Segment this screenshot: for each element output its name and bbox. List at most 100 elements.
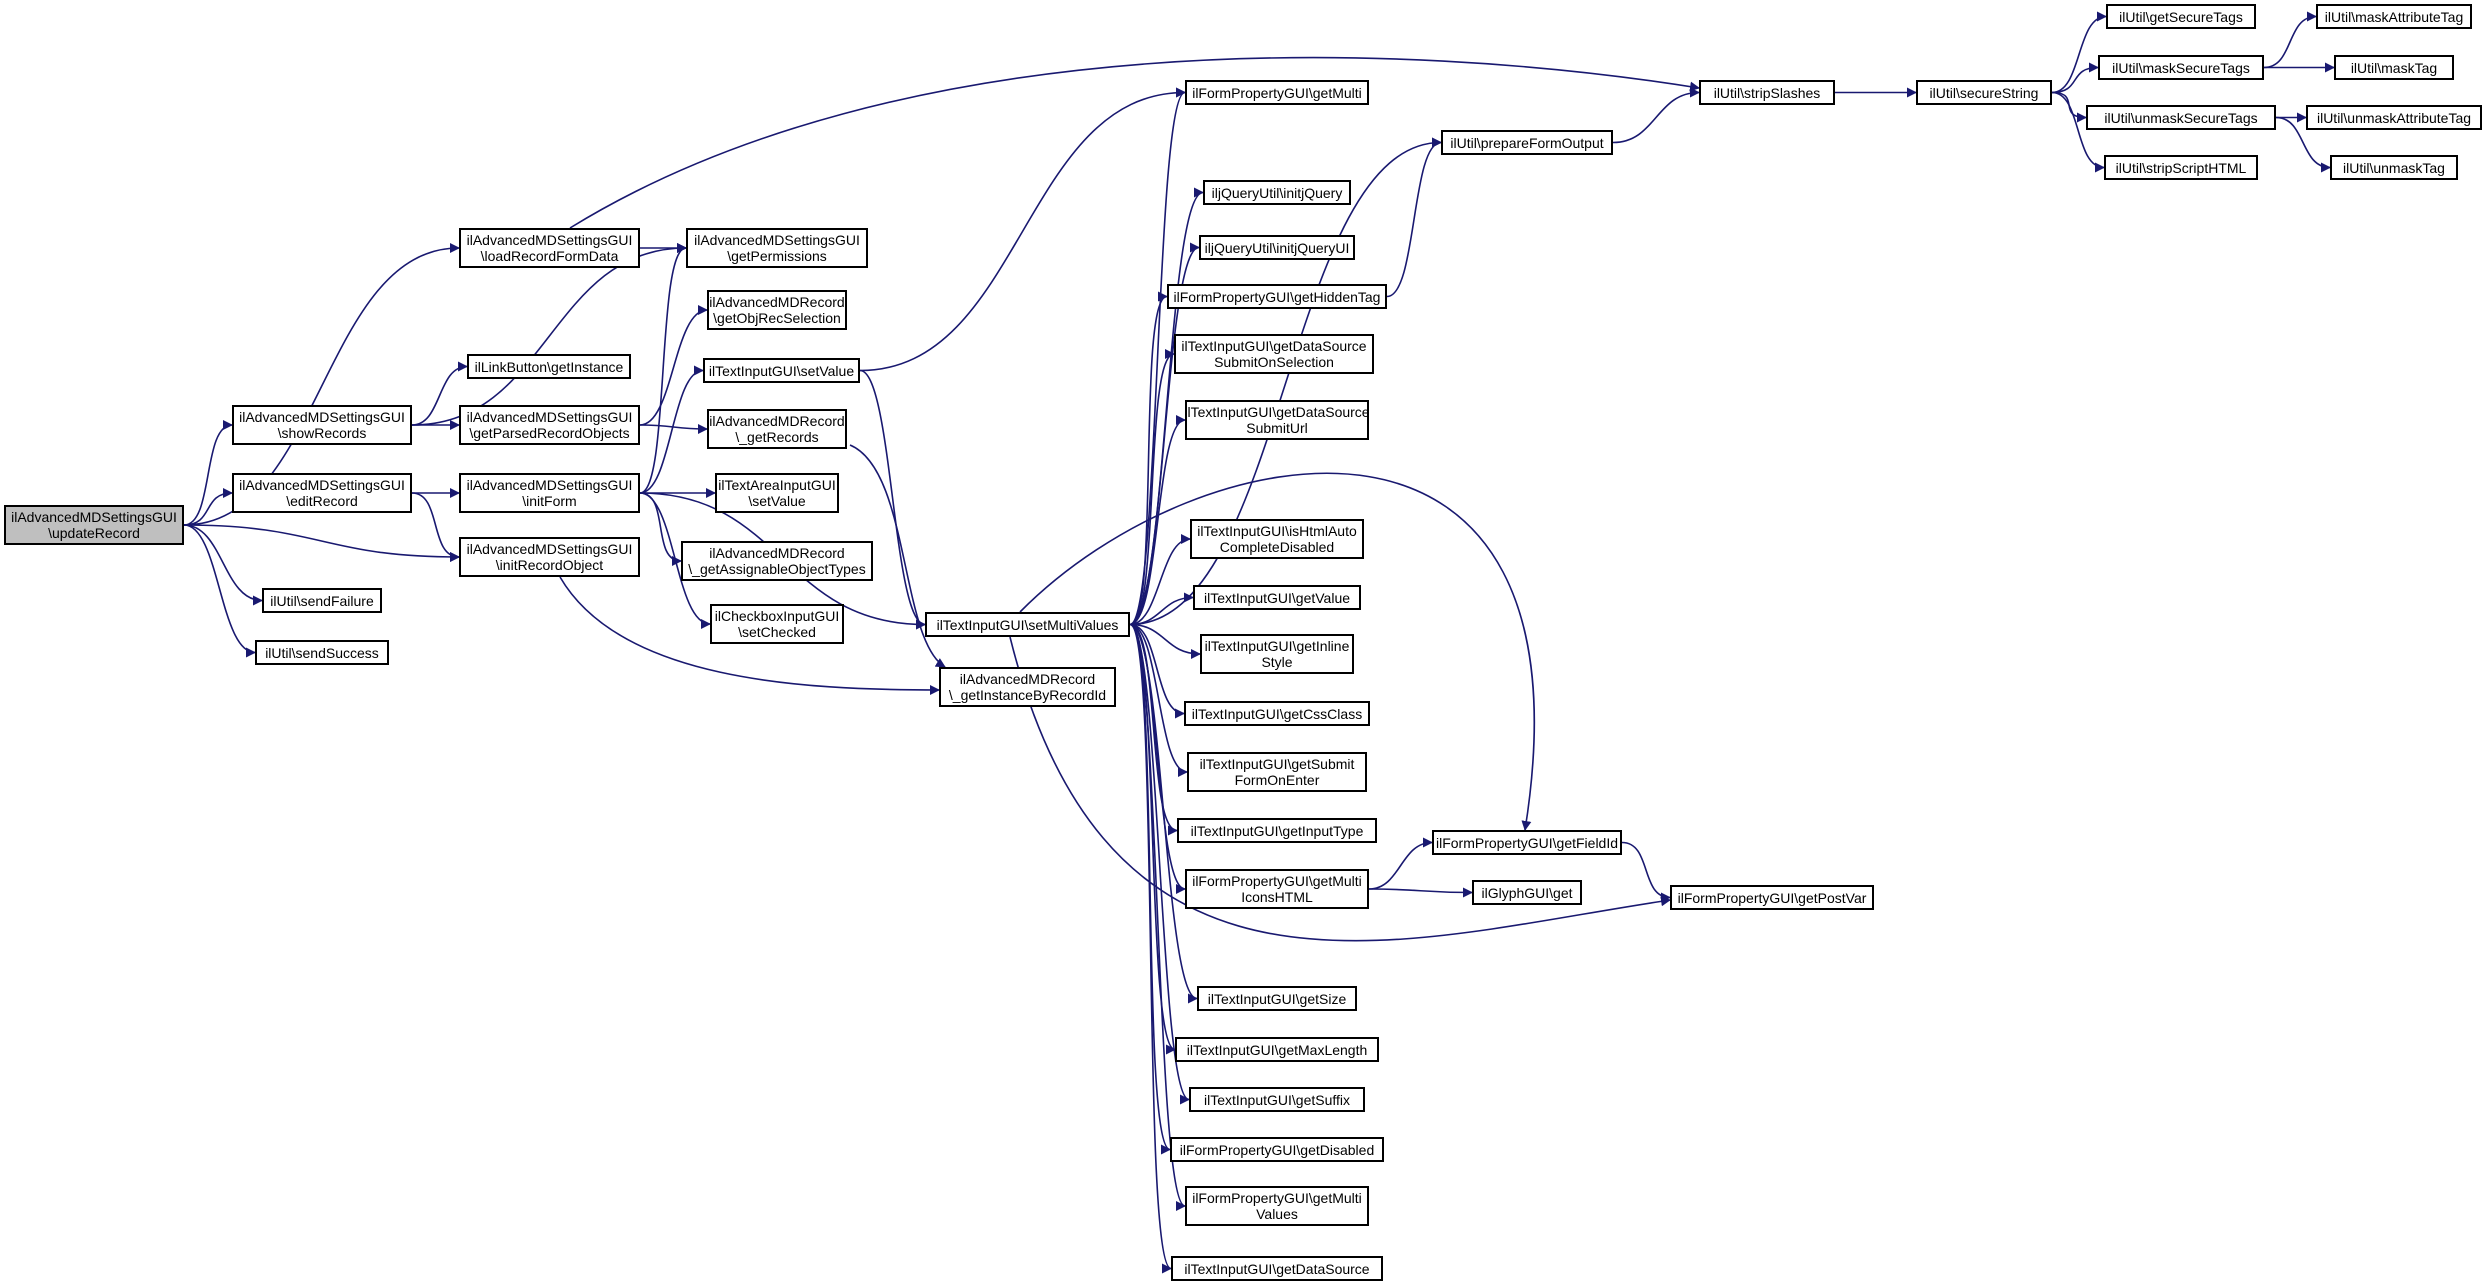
node-get-size[interactable]: ilTextInputGUI\getSize [1197, 986, 1357, 1011]
node-label: ilFormPropertyGUI\getHiddenTag [1173, 288, 1381, 305]
node-get-assignable-object-types[interactable]: ilAdvancedMDRecord \_getAssignableObject… [681, 541, 873, 581]
node-label: ilAdvancedMDSettingsGUI \initRecordObjec… [466, 541, 633, 573]
edge-set-multi-values-to-get-submit-form-on-enter [1129, 623, 1188, 777]
edge-init-form-to-get-permissions [639, 243, 687, 494]
node-label: ilFormPropertyGUI\getMulti Values [1192, 1190, 1362, 1222]
node-send-failure[interactable]: ilUtil\sendFailure [262, 588, 382, 613]
node-get-instance[interactable]: ilLinkButton\getInstance [467, 354, 631, 379]
edge-set-multi-values-to-is-html-auto-complete-disabled [1129, 534, 1191, 626]
node-glyph-get[interactable]: ilGlyphGUI\get [1472, 880, 1582, 905]
node-get-records[interactable]: ilAdvancedMDRecord \_getRecords [707, 409, 847, 449]
node-set-multi-values[interactable]: ilTextInputGUI\setMultiValues [925, 612, 1130, 637]
edge-edit-record-to-init-record-object [411, 492, 460, 562]
edge-secure-string-to-get-secure-tags [2051, 11, 2107, 94]
node-get-hidden-tag[interactable]: ilFormPropertyGUI\getHiddenTag [1167, 284, 1387, 309]
node-get-submit-form-on-enter[interactable]: ilTextInputGUI\getSubmit FormOnEnter [1187, 752, 1367, 792]
node-label: ilFormPropertyGUI\getDisabled [1179, 1141, 1375, 1158]
edge-set-multi-values-to-ds-submit-url [1129, 415, 1186, 626]
node-unmask-attribute-tag[interactable]: ilUtil\unmaskAttributeTag [2306, 105, 2482, 130]
edge-init-form-to-get-assignable-object-types [639, 492, 682, 566]
node-strip-script-html[interactable]: ilUtil\stripScriptHTML [2104, 155, 2258, 180]
edge-set-value-to-get-multi [859, 87, 1186, 372]
node-secure-string[interactable]: ilUtil\secureString [1916, 80, 2052, 105]
node-label: ilLinkButton\getInstance [474, 358, 624, 375]
node-get-suffix[interactable]: ilTextInputGUI\getSuffix [1189, 1087, 1365, 1112]
node-get-value[interactable]: ilTextInputGUI\getValue [1193, 585, 1361, 610]
node-get-multi-values[interactable]: ilFormPropertyGUI\getMulti Values [1185, 1186, 1369, 1226]
node-init-form[interactable]: ilAdvancedMDSettingsGUI \initForm [459, 473, 640, 513]
node-ds-submit-on-selection[interactable]: ilTextInputGUI\getDataSource SubmitOnSel… [1174, 334, 1374, 374]
node-unmask-tag[interactable]: ilUtil\unmaskTag [2330, 155, 2458, 180]
node-get-data-source[interactable]: ilTextInputGUI\getDataSource [1171, 1256, 1383, 1281]
node-get-inline-style[interactable]: ilTextInputGUI\getInline Style [1200, 634, 1354, 674]
edge-init-form-to-set-value [639, 365, 704, 494]
edge-set-multi-values-to-get-hidden-tag [1129, 291, 1168, 626]
node-get-permissions[interactable]: ilAdvancedMDSettingsGUI \getPermissions [686, 228, 868, 268]
node-label: ilUtil\maskTag [2350, 59, 2438, 76]
edge-get-records-to-get-instance-by-record-id [849, 444, 946, 668]
node-get-max-length[interactable]: ilTextInputGUI\getMaxLength [1175, 1037, 1379, 1062]
edge-set-multi-values-to-get-multi-values [1129, 623, 1186, 1211]
edge-get-field-id-to-get-post-var [1621, 841, 1671, 903]
node-set-checked[interactable]: ilCheckboxInputGUI \setChecked [710, 604, 844, 644]
edge-load-record-form-data-to-strip-slashes [569, 56, 1700, 229]
edge-prepare-form-output-to-strip-slashes [1612, 87, 1700, 144]
node-set-value[interactable]: ilTextInputGUI\setValue [703, 358, 860, 383]
edge-update-record-to-edit-record [183, 488, 233, 526]
node-get-parsed-record-objects[interactable]: ilAdvancedMDSettingsGUI \getParsedRecord… [459, 405, 640, 445]
edge-set-multi-values-to-get-css-class [1129, 623, 1185, 719]
node-label: ilAdvancedMDSettingsGUI \showRecords [239, 409, 405, 441]
node-init-record-object[interactable]: ilAdvancedMDSettingsGUI \initRecordObjec… [459, 537, 640, 577]
edge-set-multi-values-to-get-multi-icons-html [1129, 623, 1186, 894]
node-get-instance-by-record-id[interactable]: ilAdvancedMDRecord \_getInstanceByRecord… [939, 667, 1116, 707]
edge-show-records-to-get-permissions [411, 243, 687, 426]
edge-set-multi-values-to-get-size [1129, 623, 1198, 1004]
node-initj-query[interactable]: iljQueryUtil\initjQuery [1203, 180, 1351, 205]
edge-unmask-secure-tags-to-unmask-tag [2275, 116, 2331, 173]
node-edit-record[interactable]: ilAdvancedMDSettingsGUI \editRecord [232, 473, 412, 513]
node-label: ilAdvancedMDRecord \_getRecords [709, 413, 845, 445]
node-get-input-type[interactable]: ilTextInputGUI\getInputType [1177, 818, 1377, 843]
node-label: ilTextInputGUI\getInline Style [1204, 638, 1350, 670]
node-mask-secure-tags[interactable]: ilUtil\maskSecureTags [2098, 55, 2264, 80]
node-get-disabled[interactable]: ilFormPropertyGUI\getDisabled [1170, 1137, 1384, 1162]
node-initj-query-ui[interactable]: iljQueryUtil\initjQueryUI [1199, 235, 1355, 260]
node-ta-set-value[interactable]: ilTextAreaInputGUI \setValue [715, 473, 839, 513]
node-get-obj-rec-selection[interactable]: ilAdvancedMDRecord \getObjRecSelection [707, 290, 847, 330]
node-get-css-class[interactable]: ilTextInputGUI\getCssClass [1184, 701, 1370, 726]
node-send-success[interactable]: ilUtil\sendSuccess [255, 640, 389, 665]
node-label: ilAdvancedMDSettingsGUI \editRecord [239, 477, 405, 509]
node-load-record-form-data[interactable]: ilAdvancedMDSettingsGUI \loadRecordFormD… [459, 228, 640, 268]
node-mask-tag[interactable]: ilUtil\maskTag [2334, 55, 2454, 80]
node-show-records[interactable]: ilAdvancedMDSettingsGUI \showRecords [232, 405, 412, 445]
node-strip-slashes[interactable]: ilUtil\stripSlashes [1699, 80, 1835, 105]
node-label: ilUtil\sendFailure [270, 592, 374, 609]
edge-get-multi-icons-html-to-glyph-get [1368, 887, 1473, 898]
node-ds-submit-url[interactable]: ilTextInputGUI\getDataSource SubmitUrl [1184, 400, 1370, 440]
edge-show-records-to-get-instance [411, 361, 468, 426]
node-label: ilAdvancedMDSettingsGUI \updateRecord [11, 509, 177, 541]
node-get-multi[interactable]: ilFormPropertyGUI\getMulti [1185, 80, 1369, 105]
node-label: ilUtil\maskSecureTags [2112, 59, 2250, 76]
node-get-post-var[interactable]: ilFormPropertyGUI\getPostVar [1670, 885, 1874, 910]
node-label: ilTextInputGUI\getSuffix [1203, 1091, 1351, 1108]
node-label: iljQueryUtil\initjQueryUI [1204, 239, 1350, 256]
node-update-record[interactable]: ilAdvancedMDSettingsGUI \updateRecord [4, 505, 184, 545]
node-label: ilUtil\unmaskSecureTags [2104, 109, 2258, 126]
edge-set-multi-values-to-get-value [1129, 592, 1194, 626]
edge-update-record-to-init-record-object [183, 524, 460, 562]
node-prepare-form-output[interactable]: ilUtil\prepareFormOutput [1441, 130, 1613, 155]
edge-set-value-to-set-multi-values [859, 369, 926, 630]
node-label: ilTextInputGUI\getMaxLength [1186, 1041, 1368, 1058]
node-label: ilGlyphGUI\get [1481, 884, 1573, 901]
node-get-field-id[interactable]: ilFormPropertyGUI\getFieldId [1432, 830, 1622, 855]
edge-set-multi-values-to-ds-submit-on-selection [1129, 349, 1175, 626]
node-label: ilUtil\secureString [1929, 84, 2039, 101]
node-is-html-auto-complete-disabled[interactable]: ilTextInputGUI\isHtmlAuto CompleteDisabl… [1190, 519, 1364, 559]
node-mask-attribute-tag[interactable]: ilUtil\maskAttributeTag [2316, 4, 2472, 29]
node-get-multi-icons-html[interactable]: ilFormPropertyGUI\getMulti IconsHTML [1185, 869, 1369, 909]
node-get-secure-tags[interactable]: ilUtil\getSecureTags [2106, 4, 2256, 29]
node-unmask-secure-tags[interactable]: ilUtil\unmaskSecureTags [2086, 105, 2276, 130]
edge-secure-string-to-strip-script-html [2051, 91, 2105, 173]
